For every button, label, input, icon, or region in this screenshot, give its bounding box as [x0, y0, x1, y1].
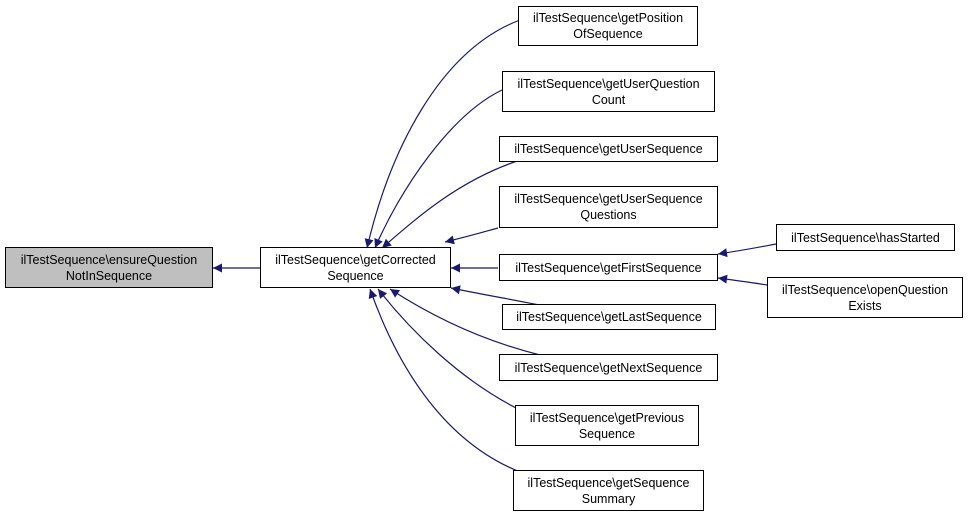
edge-user-sequence-questions-to-corrected	[444, 227, 499, 245]
node-get-sequence-summary[interactable]: ilTestSequence\getSequence Summary	[513, 470, 704, 511]
node-ensure-line1: ilTestSequence\ensureQuestion	[20, 252, 198, 267]
node-corrected-line2: Sequence	[327, 268, 384, 283]
node-get-position-of-sequence[interactable]: ilTestSequence\getPosition OfSequence	[518, 6, 698, 46]
node-user-sequence-questions-line1: ilTestSequence\getUserSequence	[514, 192, 703, 206]
node-first-sequence-line1: ilTestSequence\getFirstSequence	[515, 260, 702, 275]
edge-user-sequence-to-corrected	[381, 159, 521, 249]
edge-previous-to-corrected	[377, 288, 521, 411]
node-corrected-line1: ilTestSequence\getCorrected	[275, 252, 436, 267]
node-open-question-line2: Exists	[848, 298, 882, 313]
edge-position-to-corrected	[364, 19, 521, 249]
node-open-question-exists[interactable]: ilTestSequence\openQuestion Exists	[767, 277, 963, 318]
edge-next-sequence-to-corrected	[389, 288, 541, 356]
node-ensure-question-not-in-sequence[interactable]: ilTestSequence\ensureQuestion NotInSeque…	[5, 247, 213, 288]
node-has-started-line1: ilTestSequence\hasStarted	[791, 230, 940, 245]
node-user-sequence-line1: ilTestSequence\getUserSequence	[514, 142, 703, 156]
node-summary-line1: ilTestSequence\getSequence	[527, 475, 690, 490]
node-ensure-line2: NotInSequence	[65, 268, 153, 283]
node-position-line1: ilTestSequence\getPosition	[532, 11, 684, 25]
node-get-previous-sequence[interactable]: ilTestSequence\getPrevious Sequence	[515, 405, 699, 446]
node-next-sequence-line1: ilTestSequence\getNextSequence	[514, 360, 703, 375]
node-get-user-question-count[interactable]: ilTestSequence\getUserQuestion Count	[502, 71, 715, 112]
node-user-question-count-line2: Count	[591, 92, 626, 107]
edge-summary-to-corrected	[368, 288, 521, 473]
node-user-sequence-questions-line2: Questions	[580, 208, 637, 222]
node-summary-line2: Summary	[581, 491, 636, 506]
edge-user-question-count-to-corrected	[374, 89, 503, 249]
node-has-started[interactable]: ilTestSequence\hasStarted	[776, 224, 955, 251]
node-previous-line1: ilTestSequence\getPrevious	[529, 410, 685, 425]
node-get-corrected-sequence[interactable]: ilTestSequence\getCorrected Sequence	[260, 247, 451, 288]
node-get-next-sequence[interactable]: ilTestSequence\getNextSequence	[499, 354, 718, 381]
node-previous-line2: Sequence	[578, 426, 636, 441]
edge-open-question-to-first-sequence	[717, 274, 768, 286]
node-open-question-line1: ilTestSequence\openQuestion	[781, 282, 949, 297]
edge-has-started-to-first-sequence	[717, 243, 777, 258]
node-get-first-sequence[interactable]: ilTestSequence\getFirstSequence	[499, 254, 718, 281]
node-position-line2: OfSequence	[573, 27, 643, 41]
node-last-sequence-line1: ilTestSequence\getLastSequence	[516, 310, 702, 324]
node-user-question-count-line1: ilTestSequence\getUserQuestion	[517, 76, 700, 91]
node-get-user-sequence[interactable]: ilTestSequence\getUserSequence	[499, 136, 718, 162]
node-get-last-sequence[interactable]: ilTestSequence\getLastSequence	[502, 304, 716, 330]
node-get-user-sequence-questions[interactable]: ilTestSequence\getUserSequence Questions	[499, 186, 718, 228]
